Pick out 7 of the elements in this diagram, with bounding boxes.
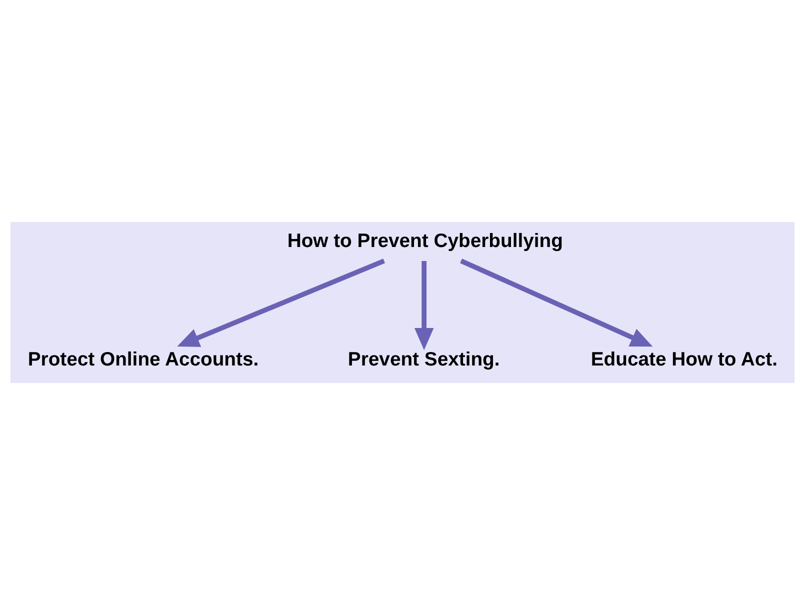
arrow (460, 258, 653, 347)
arrow (177, 258, 385, 347)
node-text: How to Prevent Cyberbullying (287, 230, 563, 252)
node-text: Protect Online Accounts. (28, 348, 259, 371)
node-text: Educate How to Act. (590, 348, 778, 371)
arrow (414, 260, 434, 350)
node-text: Prevent Sexting. (348, 348, 500, 371)
